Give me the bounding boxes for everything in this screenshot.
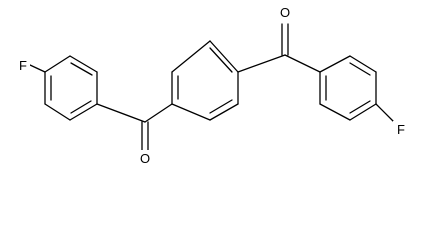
atom-oxygen-left: O [137,150,153,166]
bond [209,40,239,73]
bond [70,62,93,76]
atom-label: O [280,5,290,20]
atom-oxygen-right: O [277,3,293,21]
atom-labels: F O O F [16,3,409,166]
bonds [29,23,394,151]
bond [70,100,92,114]
bond [349,103,377,121]
chemical-structure-diagram: F O O F [16,3,409,166]
atom-label: F [397,122,405,137]
bond [375,103,394,122]
bond [29,64,46,73]
bond [171,40,211,73]
bond [96,103,146,123]
bond [144,103,173,123]
bond [44,103,71,121]
bond [69,55,98,73]
bond [319,103,351,121]
bond [171,103,211,121]
bond [209,47,233,73]
bond [349,62,371,76]
bond [69,103,98,121]
bond [349,100,371,114]
bond [44,55,71,73]
bond [209,99,233,114]
atom-fluorine-left: F [16,57,30,73]
bond [209,103,239,121]
atom-label: F [19,58,27,73]
bond [319,55,351,73]
bond [237,54,286,73]
atom-label: O [140,151,150,166]
bond [284,54,321,73]
bond [349,55,377,73]
atom-fluorine-right: F [393,121,409,137]
